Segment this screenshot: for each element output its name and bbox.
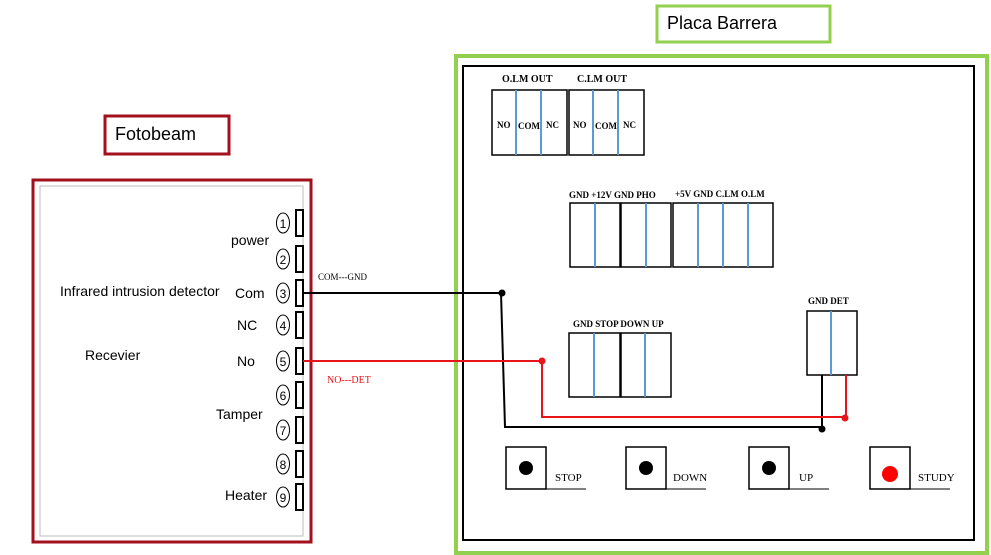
receiver-label: Recevier: [85, 347, 141, 363]
terminal-6-number: 6: [280, 389, 287, 403]
terminal-2-connector: [295, 245, 304, 273]
terminal-7-circle: [276, 419, 290, 441]
terminal-5-circle: [276, 350, 290, 372]
terminal-1-circle: [276, 212, 290, 234]
terminal-7-number: 7: [280, 424, 287, 438]
clm-no-label: NO: [573, 120, 587, 130]
stop-button[interactable]: [505, 446, 586, 490]
com-gnd-junction-2: [818, 425, 826, 433]
olm-nc-label: NC: [546, 120, 559, 130]
clm-relay-terminal-block: [568, 89, 645, 156]
terminal-2-number: 2: [280, 253, 287, 267]
placa-barrera-frame: [454, 54, 989, 555]
com-gnd-label: COM---GND: [318, 272, 367, 282]
terminal-6-connector: [295, 381, 304, 409]
olm-out-label: O.LM OUT: [502, 74, 553, 85]
stop-header-label: GND STOP DOWN UP: [573, 319, 664, 329]
terminal-1-number: 1: [280, 217, 287, 231]
terminal-8-circle: [276, 453, 290, 475]
terminal-3-circle: [276, 282, 290, 304]
down-button-label: DOWN: [673, 472, 707, 484]
terminal-7-connector: [295, 416, 304, 444]
down-button[interactable]: [625, 446, 706, 490]
stop-down-up-terminal-block: [568, 332, 672, 398]
clm-nc-label: NC: [623, 120, 636, 130]
det-header-label: GND DET: [808, 296, 849, 306]
power-header-label-1: GND +12V GND PHO: [569, 190, 656, 200]
no-det-junction-2: [841, 414, 849, 422]
power-header-label-2: +5V GND C.LM O.LM: [675, 189, 765, 199]
nc-label: NC: [237, 317, 257, 333]
placa-barrera-board: [462, 65, 975, 541]
clm-out-label: C.LM OUT: [577, 74, 627, 85]
terminal-4-circle: [276, 314, 290, 336]
terminal-9-connector: [295, 483, 304, 511]
terminal-9-circle: [276, 486, 290, 508]
up-button[interactable]: [748, 446, 829, 490]
terminal-8-connector: [295, 450, 304, 478]
olm-relay-terminal-block: [491, 89, 568, 156]
com-gnd-wire: [303, 292, 823, 428]
no-det-wire: [303, 360, 847, 418]
infrared-detector-label: Infrared intrusion detector: [60, 283, 220, 299]
tamper-label: Tamper: [216, 406, 263, 422]
no-det-junction-1: [538, 357, 546, 365]
terminal-8-number: 8: [280, 458, 287, 472]
terminal-4-connector: [295, 311, 304, 339]
no-det-label: NO---DET: [327, 375, 371, 386]
olm-no-label: NO: [497, 120, 511, 130]
power-label: power: [231, 232, 269, 248]
no-label: No: [237, 353, 255, 369]
gnd-det-terminal-block: [806, 310, 858, 376]
com-label: Com: [235, 285, 265, 301]
terminal-5-connector: [295, 347, 304, 375]
terminal-1-connector: [295, 209, 304, 237]
fotobeam-frame: [31, 178, 313, 544]
terminal-9-number: 9: [280, 491, 287, 505]
receiver-terminal-strip: 1 2 3 4 5 6 7 8 9: [276, 209, 304, 511]
heater-label: Heater: [225, 487, 267, 503]
study-button-label: STUDY: [918, 472, 955, 484]
terminal-4-number: 4: [280, 319, 287, 333]
clm-com-label: COM: [595, 121, 618, 131]
study-button[interactable]: [869, 446, 950, 490]
stop-button-label: STOP: [555, 472, 582, 484]
olm-com-label: COM: [518, 121, 541, 131]
fotobeam-title: Fotobeam: [115, 124, 196, 144]
com-gnd-junction-1: [498, 289, 506, 297]
power-terminal-block: [569, 202, 774, 268]
terminal-3-connector: [295, 279, 304, 307]
up-button-label: UP: [799, 472, 813, 484]
placa-barrera-title: Placa Barrera: [667, 13, 778, 33]
fotobeam-title-box: [103, 114, 231, 156]
placa-barrera-title-box: [655, 4, 832, 44]
terminal-5-number: 5: [280, 355, 287, 369]
terminal-6-circle: [276, 384, 290, 406]
terminal-2-circle: [276, 248, 290, 270]
terminal-3-number: 3: [280, 287, 287, 301]
